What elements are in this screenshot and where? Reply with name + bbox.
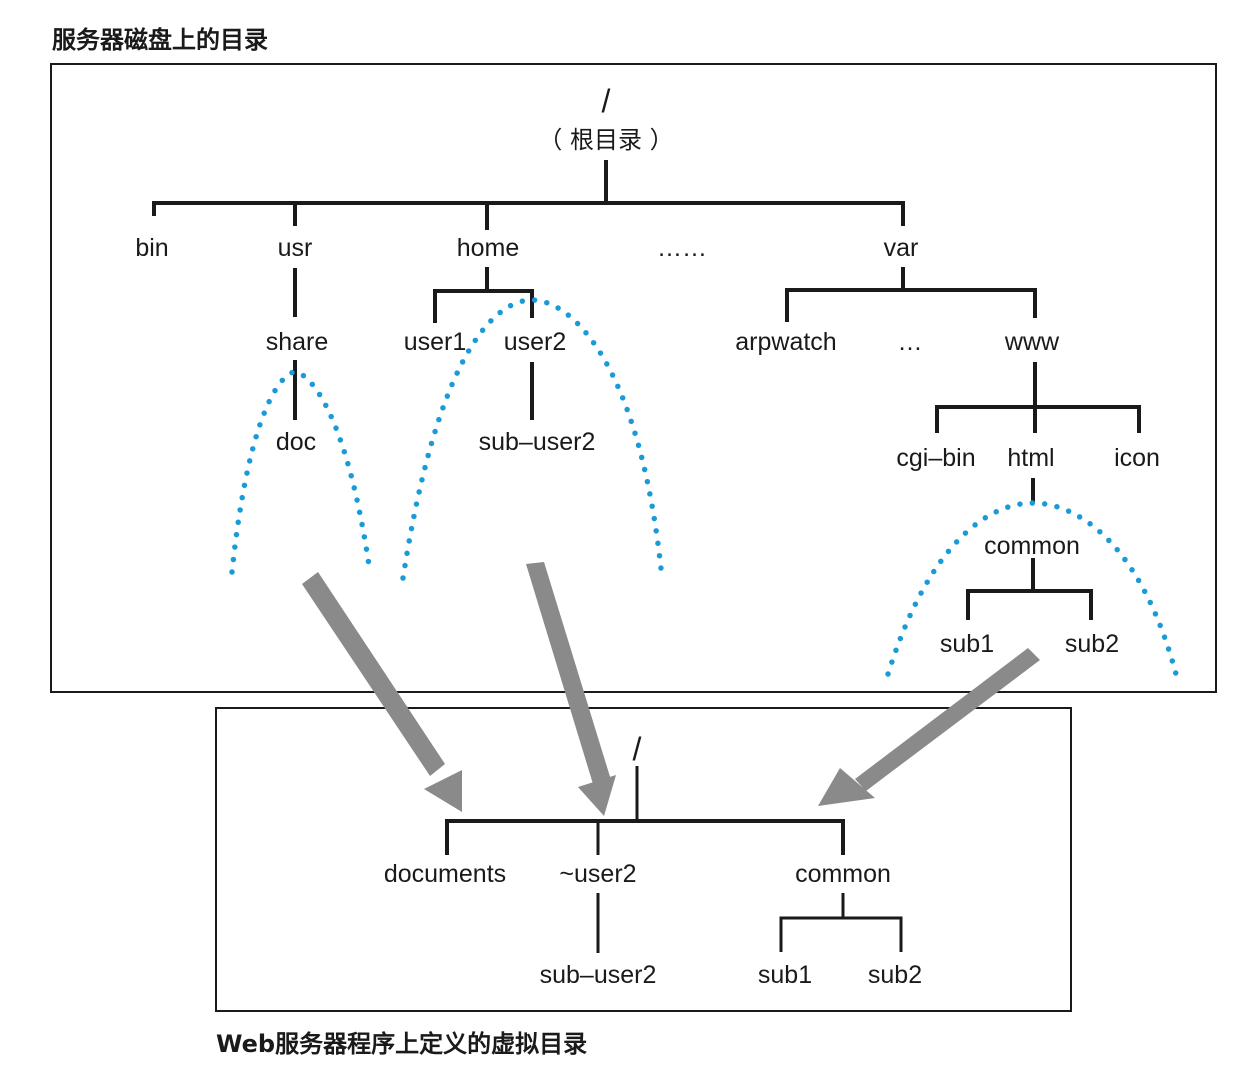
dir-home: home <box>457 234 520 262</box>
server-disk-panel <box>50 63 1217 693</box>
virtual-directory-caption: Web服务器程序上定义的虚拟目录 <box>216 1030 587 1058</box>
arrow-user2-to-tilde-user2 <box>526 562 616 816</box>
dir-usr: usr <box>278 234 313 262</box>
server-tree-lines <box>152 160 1141 620</box>
dir-cgi-bin: cgi–bin <box>896 444 975 472</box>
dir-user2: user2 <box>504 328 567 356</box>
dir-common: common <box>984 532 1080 560</box>
arrow-doc-to-documents <box>302 572 462 812</box>
vdir-sub-user2: sub–user2 <box>540 961 657 989</box>
vdir-documents: documents <box>384 860 506 888</box>
doc-highlight-arc <box>229 369 373 575</box>
virtual-common-branch <box>779 893 903 952</box>
dir-sub2: sub2 <box>1065 630 1119 658</box>
dir-www: www <box>1004 328 1060 356</box>
dir-bin: bin <box>135 234 168 262</box>
dir-html: html <box>1007 444 1054 472</box>
mapping-arrows <box>302 562 1040 816</box>
vdir-sub1: sub1 <box>758 961 812 989</box>
dir-var: var <box>884 234 919 262</box>
var-more-ellipsis: … <box>898 328 923 356</box>
server-root: / <box>602 83 611 119</box>
more-dirs-ellipsis: …… <box>657 234 707 262</box>
arrow-common-to-common <box>818 648 1040 806</box>
virtual-level1-bar <box>445 819 845 855</box>
virtual-tree-lines <box>445 766 903 953</box>
www-branch <box>935 362 1141 433</box>
dir-user1: user1 <box>404 328 467 356</box>
var-branch <box>785 267 1037 322</box>
dir-sub-user2: sub–user2 <box>479 428 596 456</box>
dir-share: share <box>266 328 329 356</box>
virtual-root: / <box>633 731 642 767</box>
root-note: （ 根目录 ） <box>538 126 673 154</box>
dir-icon: icon <box>1114 444 1160 472</box>
common-branch <box>966 558 1093 620</box>
vdir-common: common <box>795 860 891 888</box>
dir-sub1: sub1 <box>940 630 994 658</box>
common-highlight-arc <box>885 500 1179 677</box>
dir-doc: doc <box>276 428 316 456</box>
mapping-highlights <box>229 297 1179 677</box>
user2-highlight-arc <box>400 297 665 581</box>
virtual-directory-panel <box>215 707 1072 1012</box>
server-tree-labels: / （ 根目录 ） bin usr home …… var share doc … <box>135 83 1160 658</box>
server-disk-caption: 服务器磁盘上的目录 <box>52 26 268 54</box>
virtual-tree-labels: / documents ~user2 common sub–user2 sub1… <box>384 731 922 989</box>
vdir-tilde-user2: ~user2 <box>559 860 636 888</box>
vdir-sub2: sub2 <box>868 961 922 989</box>
level1-bar <box>152 201 905 226</box>
dir-arpwatch: arpwatch <box>735 328 836 356</box>
home-branch <box>433 267 534 323</box>
